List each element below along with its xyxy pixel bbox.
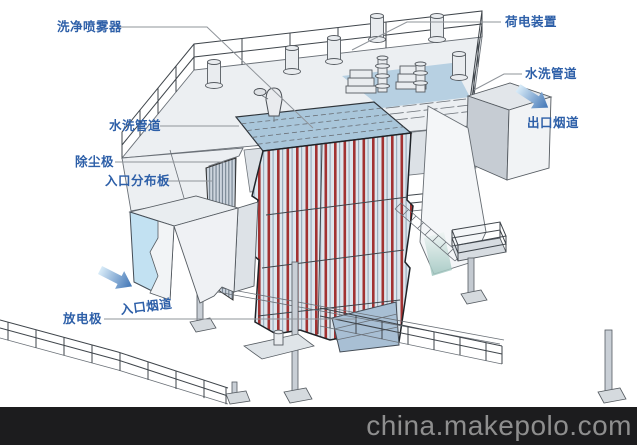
watermark-text: china.makepolo.com (366, 410, 632, 441)
label-washing-sprayer: 洗净喷雾器 (57, 19, 122, 34)
lower-right-railing-icon (319, 307, 503, 365)
label-discharge-electrode: 放电极 (62, 311, 102, 326)
insulator-cylinder-icon (205, 59, 223, 89)
label-wash-pipe-right: 水洗管道 (525, 66, 577, 81)
support-leg (467, 257, 475, 297)
insulator-cylinder-icon (325, 35, 343, 65)
label-outlet-duct: 出口烟道 (527, 115, 579, 130)
inlet-duct-box (128, 195, 259, 304)
leg-foot (460, 289, 488, 305)
watermark-bar: china.makepolo.com (0, 407, 637, 445)
ladder-icon (394, 202, 462, 262)
charging-device (345, 55, 428, 94)
right-platform (451, 221, 507, 305)
insulator-cylinder-icon (450, 51, 468, 81)
insulator-cylinder-icon (283, 45, 301, 75)
inlet-flow-arrow-icon (97, 265, 133, 289)
leader-charging-device (351, 21, 501, 51)
support-leg (291, 261, 299, 397)
leader-wash-pipe-right (473, 73, 522, 91)
insulator-cylinder-icon (428, 13, 446, 43)
label-inlet-duct: 入口烟道 (120, 296, 173, 317)
label-inlet-distribution-plate: 入口分布板 (105, 173, 170, 188)
precipitator-diagram: 洗净喷雾器 荷电装置 水洗管道 出口烟道 水洗管道 除尘极 入口分布板 入口烟道… (0, 10, 627, 405)
label-dust-collecting-plate: 除尘极 (75, 154, 114, 169)
callout-labels: 洗净喷雾器 荷电装置 水洗管道 出口烟道 水洗管道 除尘极 入口分布板 入口烟道… (57, 14, 579, 326)
label-wash-pipe-left: 水洗管道 (109, 118, 161, 133)
insulator-cylinder-icon (368, 13, 386, 43)
lower-left-walkway-icon (0, 319, 251, 405)
outlet-flow-arrow-icon (515, 84, 549, 109)
label-charging-device: 荷电装置 (504, 14, 557, 29)
leader-washing-sprayer (118, 26, 314, 129)
support-leg (604, 329, 613, 395)
